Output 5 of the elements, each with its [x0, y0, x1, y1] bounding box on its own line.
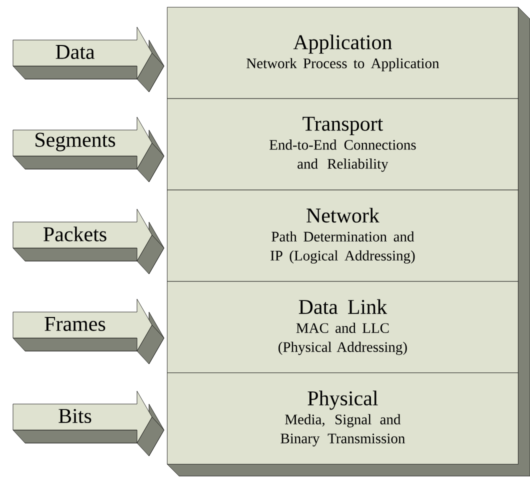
- layer-box: Transport End-to-End Connections and Reliability: [167, 98, 518, 190]
- layer-box: Physical Media, Signal and Binary Transmission: [167, 372, 518, 464]
- layer-box: Application Network Process to Application: [167, 7, 518, 99]
- layer-box: Data Link MAC and LLC (Physical Addressing): [167, 281, 518, 373]
- layer-box: Network Path Determination and IP (Logical Addressing): [167, 190, 518, 282]
